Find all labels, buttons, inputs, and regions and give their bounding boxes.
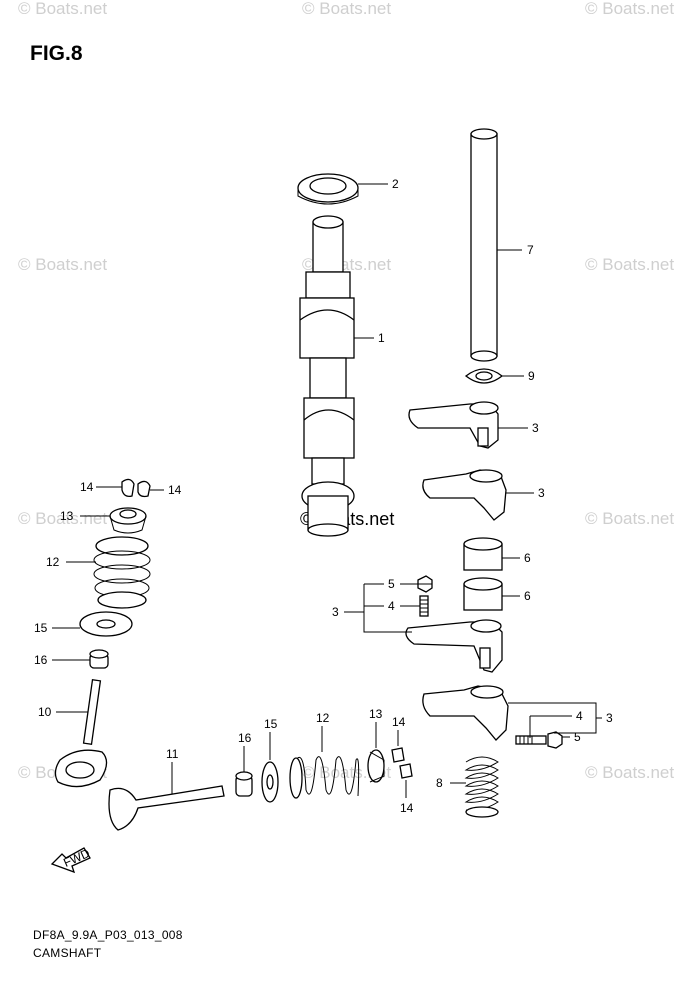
intake-valve-part — [54, 679, 108, 788]
rocker-arm-part — [422, 685, 509, 741]
callout-valve-collet: 14 — [168, 483, 182, 497]
callout-rocker-spring: 8 — [436, 776, 443, 790]
camshaft-part — [299, 215, 355, 537]
adjusting-nut-part — [547, 731, 563, 749]
leader-lines — [52, 183, 602, 798]
watermark-text: © Boats.net — [585, 509, 674, 528]
callout-spring-seat: 15 — [34, 621, 48, 635]
adjusting-screw-part — [419, 595, 429, 617]
callout-stem-seal: 16 — [238, 731, 252, 745]
watermark-text: © Boats.net — [18, 255, 107, 274]
spring-retainer-part — [367, 749, 385, 783]
callout-valve-collet: 14 — [400, 801, 414, 815]
valve-collet-part — [121, 478, 135, 498]
figure-title: FIG.8 — [30, 42, 83, 65]
rocker-spring-part — [464, 756, 499, 818]
callout-valve-collet: 14 — [80, 480, 94, 494]
callout-valve-spring: 12 — [316, 711, 330, 725]
callout-exhaust-valve: 11 — [166, 747, 179, 761]
oil-seal-part — [297, 173, 359, 205]
callout-adjusting-screw: 4 — [388, 599, 395, 613]
callout-adjusting-screw: 4 — [576, 709, 583, 723]
callout-spring-seat: 15 — [264, 717, 278, 731]
callout-spring-retainer: 13 — [60, 509, 74, 523]
spring-retainer-part — [109, 507, 147, 534]
spring-seat-part — [261, 761, 279, 803]
watermark-text: © Boats.net — [18, 0, 107, 18]
watermark-text: © Boats.net — [585, 0, 674, 18]
valve-collet-part — [137, 480, 151, 498]
washer-part — [464, 368, 504, 384]
callout-rocker-arm: 3 — [532, 421, 539, 435]
valve-collet-part — [391, 747, 405, 763]
rocker-arm-part — [408, 401, 499, 449]
callout-valve-spring: 12 — [46, 555, 60, 569]
callout-camshaft: 1 — [378, 331, 385, 345]
callout-labels: 2 1 7 9 3 3 6 6 5 4 3 3 4 5 8 14 14 13 1… — [34, 177, 613, 815]
bushing-part — [463, 537, 503, 571]
callout-bushing: 6 — [524, 589, 531, 603]
watermark-text: © Boats.net — [18, 509, 107, 528]
callout-rocker-arm: 3 — [538, 486, 545, 500]
callout-intake-valve: 10 — [38, 705, 52, 719]
stem-seal-part — [89, 649, 109, 669]
callout-rocker-shaft: 7 — [527, 243, 534, 257]
callout-adjusting-nut: 5 — [388, 577, 395, 591]
diagram-code: DF8A_9.9A_P03_013_008 — [33, 928, 183, 942]
watermark-text: © Boats.net — [585, 763, 674, 782]
valve-spring-part — [289, 756, 360, 799]
callout-adjusting-nut: 5 — [574, 730, 581, 744]
callout-valve-collet: 14 — [392, 715, 406, 729]
watermark-text: © Boats.net — [302, 0, 391, 18]
stem-seal-part — [235, 771, 253, 797]
rocker-arm-part — [405, 619, 503, 673]
callout-washer: 9 — [528, 369, 535, 383]
rocker-shaft-part — [470, 128, 498, 362]
watermark-text: © Boats.net — [585, 255, 674, 274]
adjusting-screw-part — [515, 735, 547, 745]
fwd-arrow-icon: FWD — [50, 846, 92, 874]
valve-spring-part — [93, 536, 151, 609]
callout-bushing: 6 — [524, 551, 531, 565]
exhaust-valve-part — [108, 785, 225, 831]
callout-rocker-arm: 3 — [332, 605, 339, 619]
callout-oil-seal: 2 — [392, 177, 399, 191]
valve-collet-part — [399, 763, 413, 779]
bushing-part — [463, 577, 503, 611]
diagram-caption: CAMSHAFT — [33, 946, 102, 960]
spring-seat-part — [79, 611, 133, 637]
callout-stem-seal: 16 — [34, 653, 48, 667]
callout-spring-retainer: 13 — [369, 707, 383, 721]
callout-rocker-arm: 3 — [606, 711, 613, 725]
rocker-arm-part — [422, 469, 507, 521]
fwd-label: FWD — [61, 846, 92, 870]
